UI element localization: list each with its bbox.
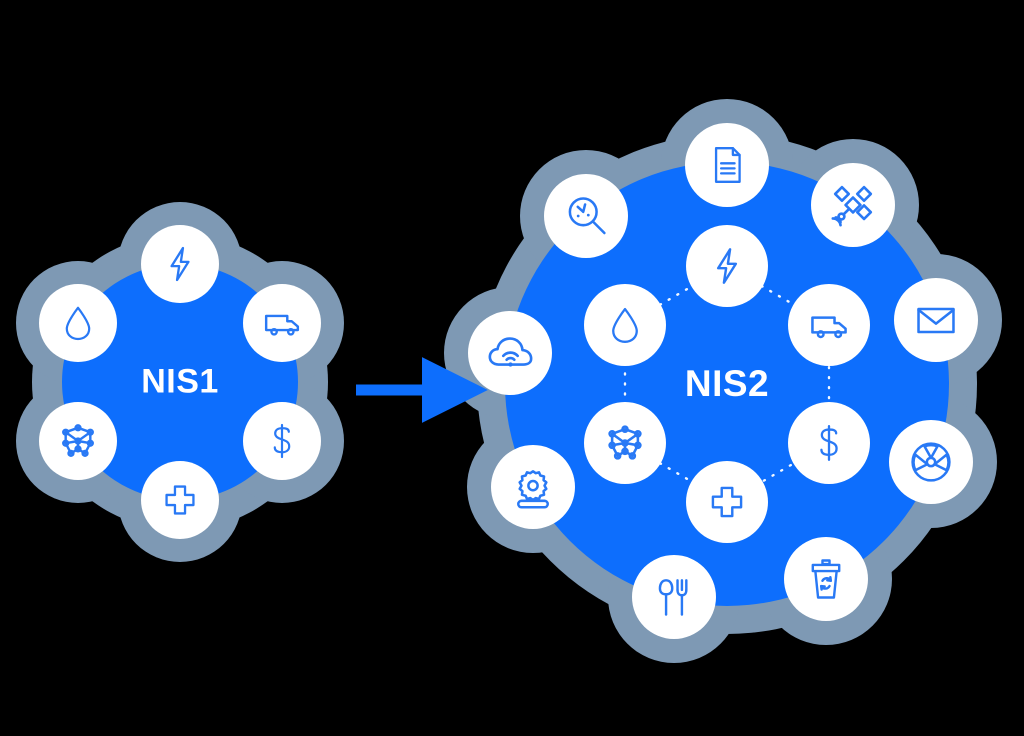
energy-icon	[705, 244, 749, 288]
nis2-node-digital-infrastructure[interactable]	[584, 402, 666, 484]
document-icon	[706, 144, 748, 186]
nis2-node-cloud-services[interactable]	[468, 311, 552, 395]
nis2-node-nuclear[interactable]	[889, 420, 973, 504]
satellite-icon	[829, 181, 877, 229]
recycling-bin-icon	[804, 557, 848, 601]
radiation-icon	[908, 439, 954, 485]
dollar-sign-icon	[262, 421, 302, 461]
nis1-node-digital-infrastructure[interactable]	[39, 402, 117, 480]
energy-icon	[159, 243, 201, 285]
nis1-node-energy[interactable]	[141, 225, 219, 303]
nis2-node-research[interactable]	[544, 174, 628, 258]
nis2-node-health[interactable]	[686, 461, 768, 543]
nis2-node-energy[interactable]	[686, 225, 768, 307]
transport-icon	[806, 302, 852, 348]
nis2-node-public-administration[interactable]	[685, 123, 769, 207]
nis2-node-postal-courier[interactable]	[894, 278, 978, 362]
nis1-node-health[interactable]	[141, 461, 219, 539]
nis2-node-space[interactable]	[811, 163, 895, 247]
water-drop-icon	[58, 303, 98, 343]
nis1-node-banking[interactable]	[243, 402, 321, 480]
medical-cross-icon	[159, 479, 201, 521]
spoon-fork-icon	[652, 575, 696, 619]
nis2-node-manufacturing[interactable]	[491, 445, 575, 529]
medical-cross-icon	[705, 480, 749, 524]
nis1-core-circle	[62, 264, 298, 500]
nis2-core-circle	[505, 162, 949, 606]
nis1-node-water[interactable]	[39, 284, 117, 362]
network-nodes-icon	[602, 420, 648, 466]
water-drop-icon	[604, 304, 646, 346]
nis1-node-transport[interactable]	[243, 284, 321, 362]
nis2-node-waste-management[interactable]	[784, 537, 868, 621]
gear-on-base-icon	[510, 464, 556, 510]
magnifier-dial-icon	[563, 193, 609, 239]
nis2-label: NIS2	[684, 363, 770, 404]
envelope-icon	[913, 297, 959, 343]
network-nodes-icon	[56, 419, 100, 463]
nis2-node-banking[interactable]	[788, 402, 870, 484]
dollar-sign-icon	[808, 422, 850, 464]
cloud-wifi-icon	[486, 329, 534, 377]
nis2-node-water[interactable]	[584, 284, 666, 366]
nis2-node-transport[interactable]	[788, 284, 870, 366]
nis2-node-food[interactable]	[632, 555, 716, 639]
transport-icon	[260, 301, 304, 345]
nis1-label: NIS1	[141, 362, 219, 401]
